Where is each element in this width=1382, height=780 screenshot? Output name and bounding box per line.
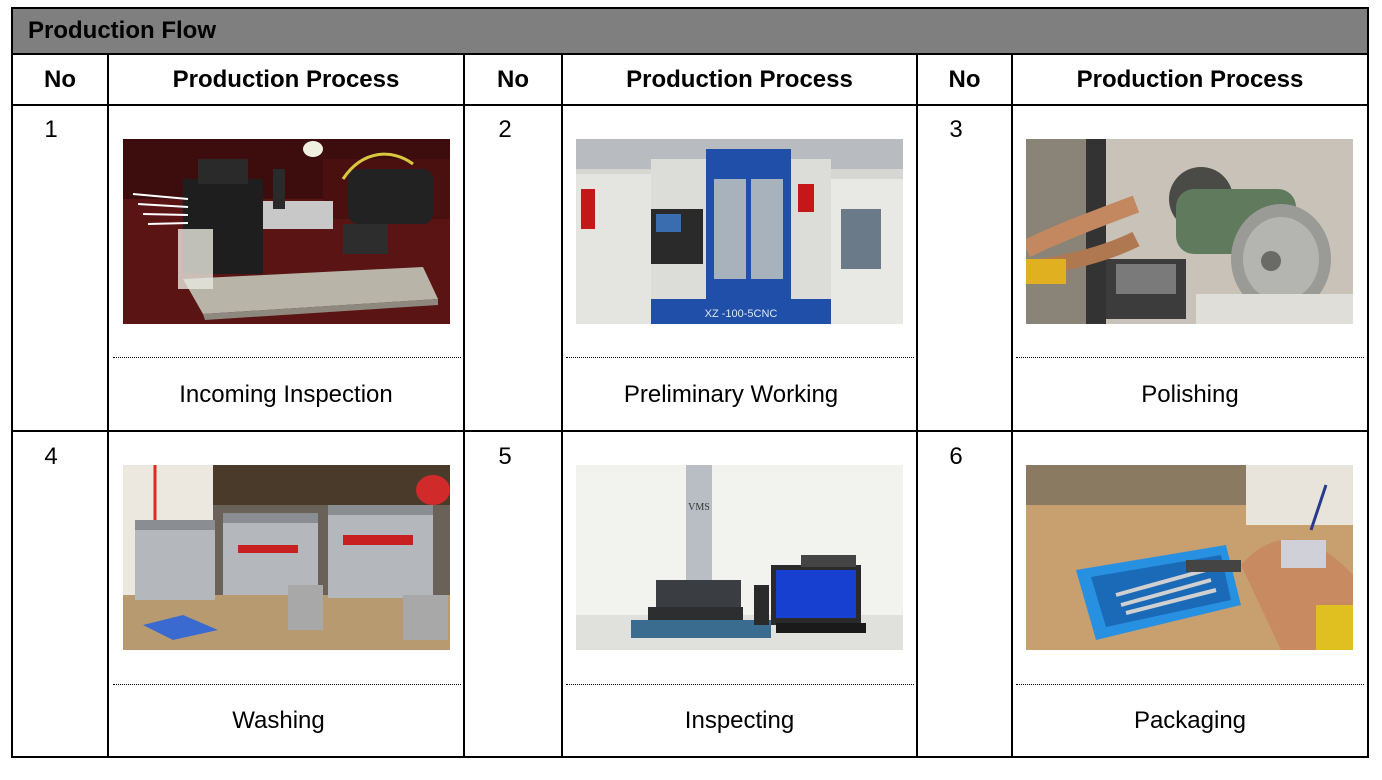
step-number: 4 <box>44 443 58 470</box>
step-caption: Washing <box>232 707 325 734</box>
inspecting-photo: VMS <box>576 465 903 650</box>
step-caption: Packaging <box>1133 707 1247 734</box>
grid-line <box>1011 54 1013 758</box>
preliminary-working-photo: XZ -100-5CNC <box>576 139 903 324</box>
caption-separator <box>566 684 914 685</box>
step-caption: Preliminary Working <box>623 381 839 408</box>
step-caption: Incoming Inspection <box>179 381 393 408</box>
caption-separator <box>1016 684 1364 685</box>
grid-line <box>463 54 465 758</box>
grid-line <box>11 104 1369 106</box>
step-number: 2 <box>498 116 512 143</box>
grid-line <box>107 54 109 758</box>
header-production-process: Production Process <box>626 66 853 93</box>
step-number: 1 <box>44 116 58 143</box>
step-number: 3 <box>949 116 963 143</box>
header-production-process: Production Process <box>1076 66 1304 93</box>
caption-separator <box>113 684 461 685</box>
grid-line <box>1367 7 1369 758</box>
step-caption: Polishing <box>1141 381 1239 408</box>
grid-line <box>11 7 1369 9</box>
title-bar <box>12 8 1368 54</box>
caption-separator <box>1016 357 1364 358</box>
grid-line <box>561 54 563 758</box>
incoming-inspection-photo <box>123 139 450 324</box>
header-production-process: Production Process <box>172 66 400 93</box>
washing-photo <box>123 465 450 650</box>
header-no: No <box>948 66 981 93</box>
machine-label: VMS <box>688 502 710 513</box>
header-no: No <box>44 66 76 93</box>
grid-line <box>11 53 1369 55</box>
grid-line <box>11 756 1369 758</box>
table-title: Production Flow <box>28 17 216 44</box>
header-no: No <box>497 66 529 93</box>
polishing-photo <box>1026 139 1353 324</box>
machine-label: XZ -100-5CNC <box>705 308 778 320</box>
grid-line <box>11 7 13 758</box>
caption-separator <box>113 357 461 358</box>
grid-line <box>11 430 1369 432</box>
step-number: 5 <box>498 443 512 470</box>
packaging-photo <box>1026 465 1353 650</box>
step-number: 6 <box>949 443 963 470</box>
step-caption: Inspecting <box>684 707 795 734</box>
grid-line <box>916 54 918 758</box>
caption-separator <box>566 357 914 358</box>
